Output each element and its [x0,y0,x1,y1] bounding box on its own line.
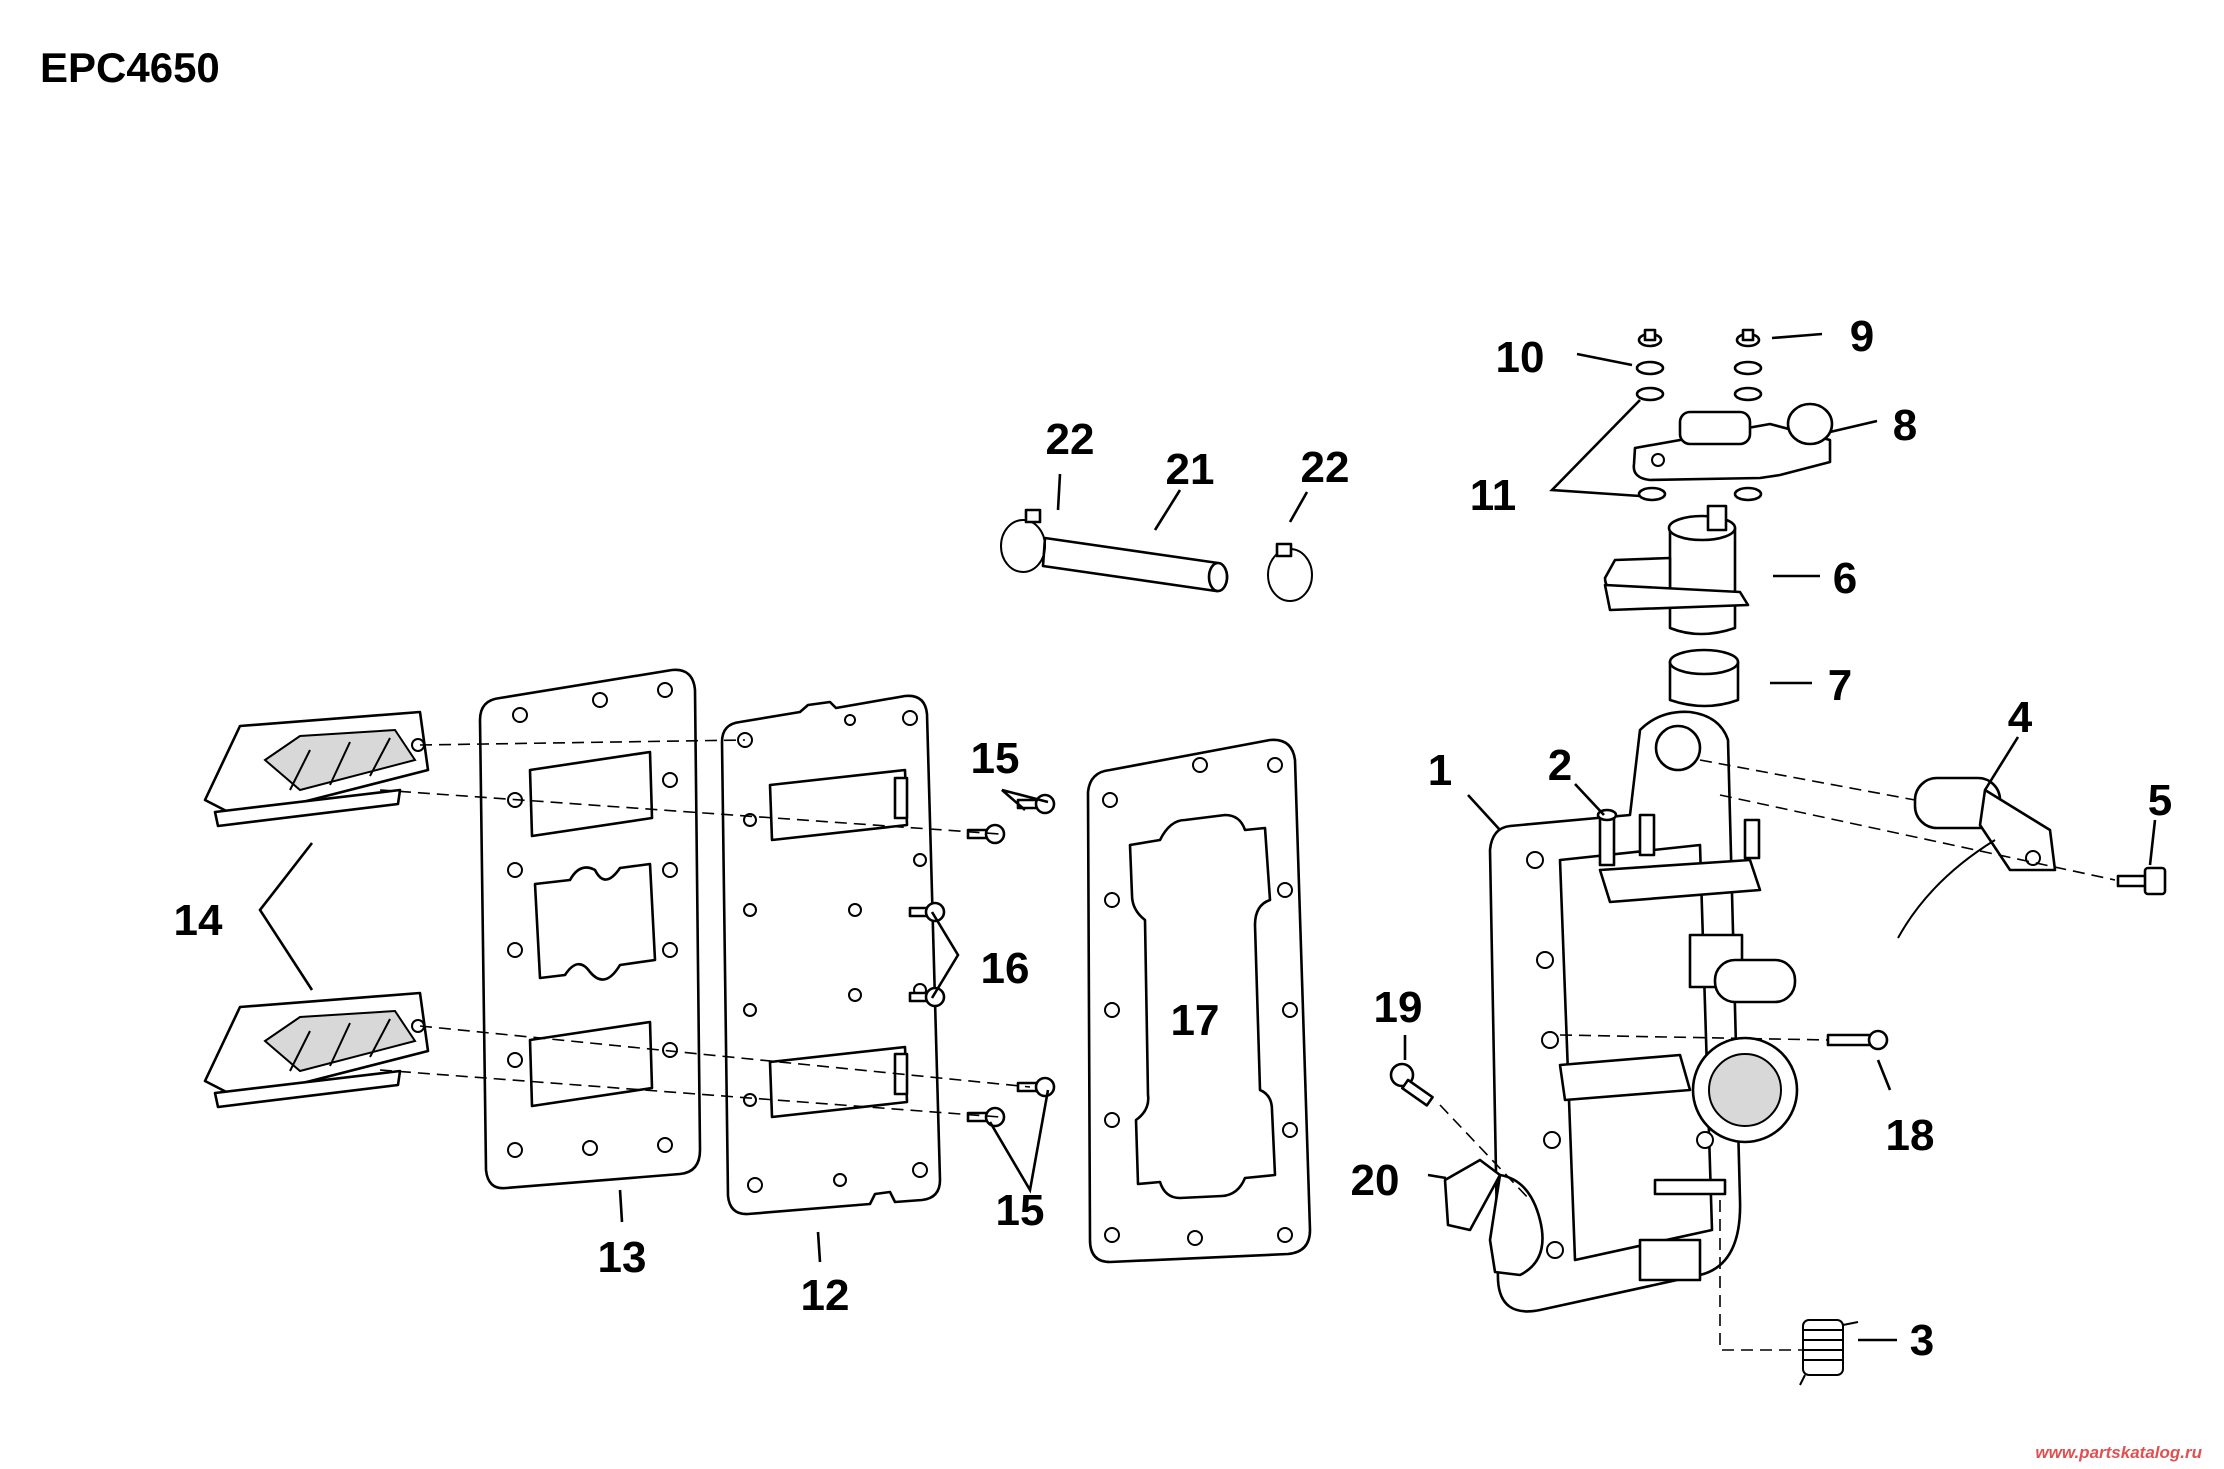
spring-part-3 [1799,1319,1859,1386]
bushing-part-7 [1668,648,1740,708]
callout-9: 9 [1850,312,1874,361]
gasket-part-13 [478,668,702,1190]
callout-15-top: 15 [971,734,1020,783]
hose-clamp-left-part-22 [1000,508,1046,573]
sensor-bracket-part-8 [1632,402,1834,482]
housing-part-1 [1488,710,1799,1313]
screw-part-18 [1826,1029,1889,1051]
callout-6: 6 [1833,554,1857,603]
stud-part-2 [1596,808,1618,867]
gasket-part-17 [1086,738,1312,1264]
callout-16: 16 [981,944,1030,993]
callout-11: 11 [1470,471,1517,520]
callout-21: 21 [1166,445,1215,494]
hose-clamp-right-part-22 [1267,542,1313,602]
reed-valve-upper-part-14 [203,710,430,828]
watermark-url: www.partskatalog.ru [2035,1443,2202,1462]
cam-part-6 [1603,504,1750,636]
callout-14: 14 [174,896,223,945]
callout-2: 2 [1548,741,1572,790]
nuts-washers-parts-9-10-11 [1635,328,1763,502]
callout-22-right: 22 [1301,443,1350,492]
callout-20: 20 [1351,1156,1400,1205]
callout-8: 8 [1893,401,1917,450]
callout-5: 5 [2148,776,2172,825]
callout-17: 17 [1171,996,1220,1045]
assembly-lines [379,739,2116,1351]
bolt-part-5 [2116,866,2167,896]
callout-7: 7 [1828,661,1852,710]
screw-part-19 [1389,1062,1434,1107]
diagram-code: EPC4650 [40,44,220,91]
callout-15-bottom: 15 [996,1186,1045,1235]
callout-1: 1 [1428,746,1452,795]
callout-labels: 1 2 3 4 5 6 7 8 9 10 11 12 13 14 15 15 1… [174,312,2173,1365]
callout-12: 12 [801,1271,850,1320]
callout-4: 4 [2008,693,2033,742]
hose-part-21 [1041,536,1229,593]
callout-18: 18 [1886,1111,1935,1160]
reed-valve-lower-part-14 [203,991,430,1109]
callout-10: 10 [1496,333,1545,382]
callout-22-left: 22 [1046,415,1095,464]
callout-13: 13 [598,1233,647,1282]
callout-3: 3 [1910,1316,1934,1365]
leader-lines [258,332,2157,1342]
reed-plate-part-12 [720,694,942,1216]
callout-19: 19 [1374,983,1423,1032]
clip-part-20 [1443,1158,1544,1277]
sensor-part-4 [1897,776,2057,939]
